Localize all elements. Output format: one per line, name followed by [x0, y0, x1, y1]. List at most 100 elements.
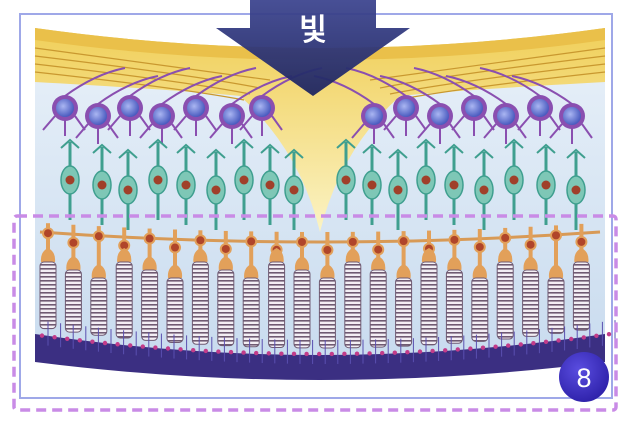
photoreceptor-outer-segment	[90, 277, 108, 336]
bipolar-branch	[234, 138, 254, 149]
pigment-granule	[266, 351, 271, 356]
photoreceptor-inner-segment	[244, 264, 259, 278]
photoreceptor-inner-segment	[320, 264, 335, 278]
photoreceptor-inner-segment	[345, 248, 360, 262]
photoreceptor-outer-segment	[572, 261, 590, 331]
pigment-granule	[115, 342, 120, 347]
photoreceptor-outer-segment	[191, 261, 209, 345]
photoreceptor-inner-segment	[498, 248, 513, 262]
highlight-box	[12, 214, 618, 412]
photoreceptor-inner-segment	[218, 256, 233, 270]
photoreceptor-inner-segment	[193, 248, 208, 262]
photoreceptor-outer-segment	[115, 261, 133, 339]
photoreceptor-nucleus	[296, 235, 308, 248]
pigment-granule	[304, 351, 309, 357]
bipolar-branch	[474, 148, 494, 159]
bipolar-nucleus	[265, 180, 275, 190]
ganglion-axon	[445, 75, 507, 105]
ganglion-dendrite	[173, 115, 217, 136]
photoreceptor-nucleus	[575, 235, 588, 248]
pigment-granule	[317, 351, 322, 357]
bipolar-nucleus	[509, 175, 519, 185]
photoreceptor-outer-segment	[547, 277, 565, 334]
photoreceptor-inner-segment	[447, 256, 462, 270]
bipolar-branch	[566, 148, 586, 159]
ganglion-axon	[97, 75, 159, 105]
photoreceptor-nucleus	[321, 243, 334, 256]
pigment-granule	[329, 351, 334, 357]
photoreceptor-nucleus	[194, 234, 207, 247]
pigment-granule	[128, 343, 133, 348]
pigment-granule	[556, 338, 561, 343]
ganglion-cell-layer	[42, 67, 593, 144]
pigment-granule	[518, 342, 523, 347]
ganglion-dendrite	[417, 123, 461, 144]
pigment-granule	[455, 347, 460, 352]
pigment-granule	[493, 344, 498, 349]
photoreceptor-nucleus	[448, 233, 461, 246]
pigment-granule	[594, 333, 599, 339]
photoreceptor-inner-segment	[40, 248, 56, 262]
ganglion-nucleus	[531, 99, 549, 117]
photoreceptor-inner-segment	[548, 264, 564, 278]
photoreceptor-nucleus	[473, 240, 486, 253]
photoreceptor-nucleus	[245, 235, 258, 248]
ganglion-nucleus	[153, 107, 171, 125]
pigment-granule	[153, 345, 158, 350]
photoreceptor-nucleus	[42, 227, 54, 240]
pigment-epithelium-layer	[35, 320, 616, 380]
bipolar-branch	[504, 138, 524, 149]
number-badge-icon	[559, 352, 609, 402]
pigment-granule	[228, 349, 234, 355]
ganglion-nucleus	[365, 107, 383, 125]
ganglion-dendrite	[483, 123, 527, 144]
photoreceptor-inner-segment	[294, 256, 310, 270]
pigment-granule	[216, 349, 221, 354]
ganglion-nucleus	[397, 99, 415, 117]
pigment-granule	[279, 351, 284, 356]
bipolar-nucleus	[541, 180, 551, 190]
photoreceptor-inner-segment	[396, 264, 411, 278]
ganglion-nucleus	[223, 107, 241, 125]
bipolar-nucleus	[367, 180, 377, 190]
photoreceptor-inner-segment	[142, 256, 157, 270]
bipolar-branch	[148, 138, 168, 149]
pigment-granule	[291, 351, 297, 357]
ganglion-nucleus	[89, 107, 107, 125]
photoreceptor-outer-segment	[344, 261, 362, 349]
ganglion-axon	[161, 75, 223, 105]
ganglion-axon	[511, 75, 573, 105]
bipolar-branch	[444, 143, 464, 154]
ganglion-nucleus	[497, 107, 515, 125]
photoreceptor-inner-segment	[269, 248, 284, 262]
pigment-granule	[443, 348, 448, 353]
photoreceptor-nucleus	[346, 235, 359, 248]
photoreceptor-inner-segment	[472, 264, 487, 278]
ganglion-nucleus	[253, 99, 271, 117]
bipolar-nucleus	[571, 185, 581, 195]
photoreceptor-outer-segment	[64, 269, 82, 333]
bipolar-nucleus	[479, 185, 489, 195]
bipolar-branch	[336, 138, 356, 149]
bipolar-nucleus	[97, 180, 107, 190]
pigment-granule	[380, 350, 385, 356]
pigment-granule	[241, 350, 246, 355]
pigment-granule	[506, 343, 511, 348]
photoreceptor-outer-segment	[496, 261, 514, 340]
pigment-granule	[392, 350, 397, 355]
photoreceptor-nucleus	[499, 231, 512, 244]
pigment-granule	[342, 351, 347, 357]
bipolar-branch	[284, 148, 304, 159]
ganglion-dendrite	[239, 115, 283, 136]
pigment-granule	[178, 347, 183, 352]
photoreceptor-outer-segment	[268, 261, 286, 349]
bipolar-nucleus	[421, 175, 431, 185]
photoreceptor-outer-segment	[395, 277, 413, 347]
photoreceptor-inner-segment	[574, 248, 589, 262]
bipolar-nucleus	[123, 185, 133, 195]
bipolar-nucleus	[65, 175, 75, 185]
pigment-granule	[405, 349, 410, 355]
bipolar-branch	[416, 138, 436, 149]
photoreceptor-outer-segment	[141, 269, 159, 341]
